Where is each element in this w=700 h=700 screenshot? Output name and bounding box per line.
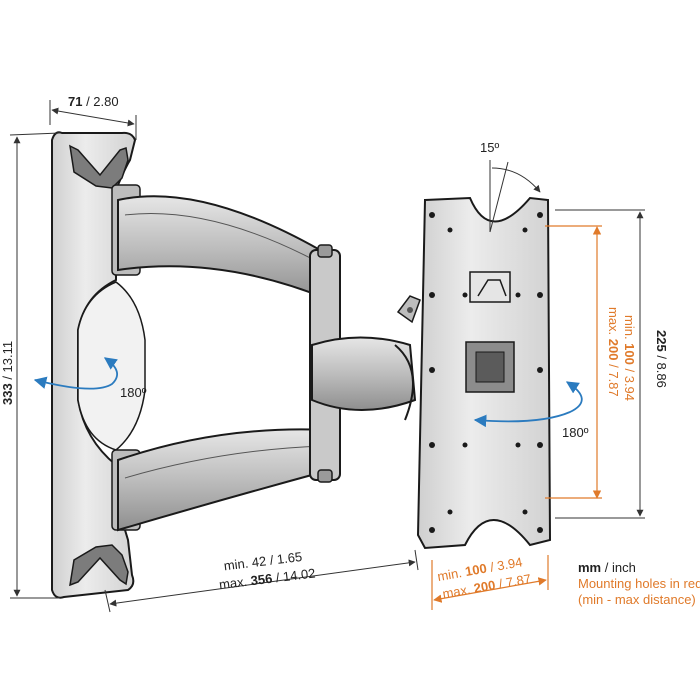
tilt-angle-indicator [489, 160, 541, 233]
tilt-angle-label: 15º [480, 140, 499, 155]
rotation-arrow-icon [473, 381, 583, 428]
vesa-dimension-lines [431, 225, 602, 610]
svg-text:mm / inch: mm / inch [578, 560, 636, 575]
left-height-label: 333 / 13.11 [0, 341, 15, 405]
lower-arm [111, 428, 332, 532]
vesa-horizontal-label: min. 100 / 3.94 max. 200 / 7.87 [436, 554, 532, 601]
legend-line-2: (min - max distance) [578, 592, 696, 607]
vesa-plate [416, 196, 552, 550]
svg-text:min. 100 / 3.94: min. 100 / 3.94 [436, 554, 523, 584]
dimension-lines [9, 100, 645, 613]
extension-label: min. 42 / 1.65 max. 356 / 14.02 [218, 549, 316, 592]
dimension-arrow-icon [51, 107, 135, 127]
svg-text:min. 100 / 3.94: min. 100 / 3.94 [622, 315, 637, 401]
legend-line-1: Mounting holes in red [578, 576, 700, 591]
dimension-arrow-icon [433, 577, 547, 603]
svg-text:min. 42 / 1.65: min. 42 / 1.65 [223, 549, 303, 573]
mounting-holes [429, 212, 543, 533]
dimension-arrow-icon [109, 559, 416, 607]
svg-text:max. 200 / 7.87: max. 200 / 7.87 [441, 571, 532, 601]
legend: mm / inch Mounting holes in red (min - m… [578, 560, 700, 607]
dimension-arrow-icon [491, 167, 541, 193]
upper-arm [111, 184, 332, 302]
top-width-label: 71 / 2.80 [68, 94, 119, 109]
vesa-vertical-label: min. 100 / 3.94 max. 200 / 7.87 [606, 307, 637, 401]
right-height-label: 225 / 8.86 [654, 330, 669, 388]
swivel-left-label: 180º [120, 385, 147, 400]
swivel-right-label: 180º [562, 425, 589, 440]
svg-text:max. 200 / 7.87: max. 200 / 7.87 [606, 307, 621, 397]
svg-text:max. 356 / 14.02: max. 356 / 14.02 [218, 565, 316, 592]
wall-plate-slot-top [69, 144, 129, 189]
arm-joint-column [309, 244, 421, 483]
rotation-arrow-icon [33, 357, 119, 390]
